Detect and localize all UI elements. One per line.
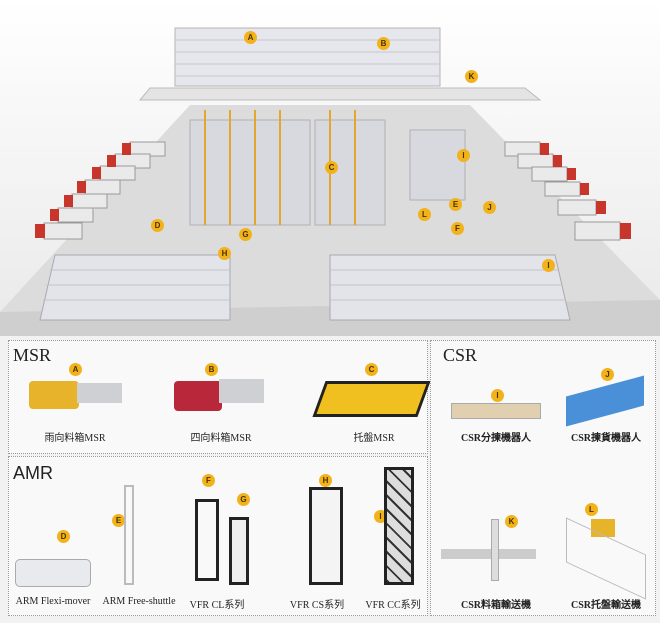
msr-four-way-fork-image xyxy=(219,379,264,403)
amr-title: AMR xyxy=(13,463,53,483)
marker-badge: L xyxy=(585,503,598,516)
warehouse-illustration: A B K C I D G H L E J F I xyxy=(0,0,660,336)
marker-badge: K xyxy=(505,515,518,528)
msr-item-label: 雨向料箱MSR xyxy=(44,433,106,444)
msr-panel: MSR A 雨向料箱MSR B 四向料箱MSR C 托盤MSR xyxy=(8,340,431,454)
flexi-mover-image xyxy=(15,559,91,587)
robot-arm-image xyxy=(491,519,499,581)
marker-badge: I xyxy=(491,389,504,402)
marker-badge: D xyxy=(57,530,70,543)
amr-item-label: VFR CS系列 xyxy=(289,600,345,611)
amr-item-label: VFR CL系列 xyxy=(189,600,245,611)
csr-item-label: CSR揀貨機器人 xyxy=(570,433,642,444)
marker-badge: D xyxy=(151,219,164,232)
marker-badge: F xyxy=(202,474,215,487)
csr-sorting-robot-image xyxy=(451,403,541,419)
marker-badge: A xyxy=(69,363,82,376)
msr-item-label: 托盤MSR xyxy=(353,433,395,444)
marker-badge: L xyxy=(418,208,431,221)
csr-picking-robot-image xyxy=(566,375,644,427)
msr-two-way-fork-image xyxy=(77,383,122,403)
msr-four-way-robot-image xyxy=(174,381,222,411)
marker-badge: I xyxy=(457,149,470,162)
csr-panel: CSR I CSR分揀機器人 J CSR揀貨機器人 K CSR料箱輸送機 L C… xyxy=(430,340,656,616)
warehouse-floor xyxy=(0,27,660,336)
amr-item-label: ARM Flexi-mover xyxy=(15,596,91,607)
msr-title: MSR xyxy=(13,345,52,365)
marker-badge: I xyxy=(374,510,387,523)
marker-badge: E xyxy=(112,514,125,527)
marker-badge: C xyxy=(365,363,378,376)
vfr-cs-image xyxy=(309,487,343,585)
marker-badge: A xyxy=(244,31,257,44)
msr-pallet-robot-image xyxy=(312,381,431,417)
pallet-load-image xyxy=(591,519,615,537)
msr-item-label: 四向料箱MSR xyxy=(190,433,252,444)
vfr-cc-image xyxy=(384,467,414,585)
csr-bin-conveyor-image xyxy=(441,549,536,559)
csr-item-label: CSR料箱輸送機 xyxy=(460,600,532,611)
marker-badge: B xyxy=(377,37,390,50)
amr-item-label: VFR CC系列 xyxy=(365,600,421,611)
csr-item-label: CSR托盤輸送機 xyxy=(570,600,642,611)
marker-badge: G xyxy=(239,228,252,241)
marker-badge: J xyxy=(601,368,614,381)
csr-title: CSR xyxy=(443,345,478,365)
msr-two-way-robot-image xyxy=(29,381,79,409)
vfr-cl-small-image xyxy=(229,517,249,585)
marker-badge: C xyxy=(325,161,338,174)
marker-badge: I xyxy=(542,259,555,272)
marker-badge: B xyxy=(205,363,218,376)
marker-badge: G xyxy=(237,493,250,506)
marker-badge: F xyxy=(451,222,464,235)
vfr-cl-image xyxy=(195,499,219,581)
amr-panel: AMR D ARM Flexi-mover E ARM Free-shuttle… xyxy=(8,456,428,616)
marker-badge: H xyxy=(319,474,332,487)
marker-badge: J xyxy=(483,201,496,214)
free-shuttle-image xyxy=(124,485,134,585)
marker-badge: E xyxy=(449,198,462,211)
marker-badge: K xyxy=(465,70,478,83)
amr-item-label: ARM Free-shuttle xyxy=(102,596,176,607)
marker-badge: H xyxy=(218,247,231,260)
csr-item-label: CSR分揀機器人 xyxy=(460,433,532,444)
